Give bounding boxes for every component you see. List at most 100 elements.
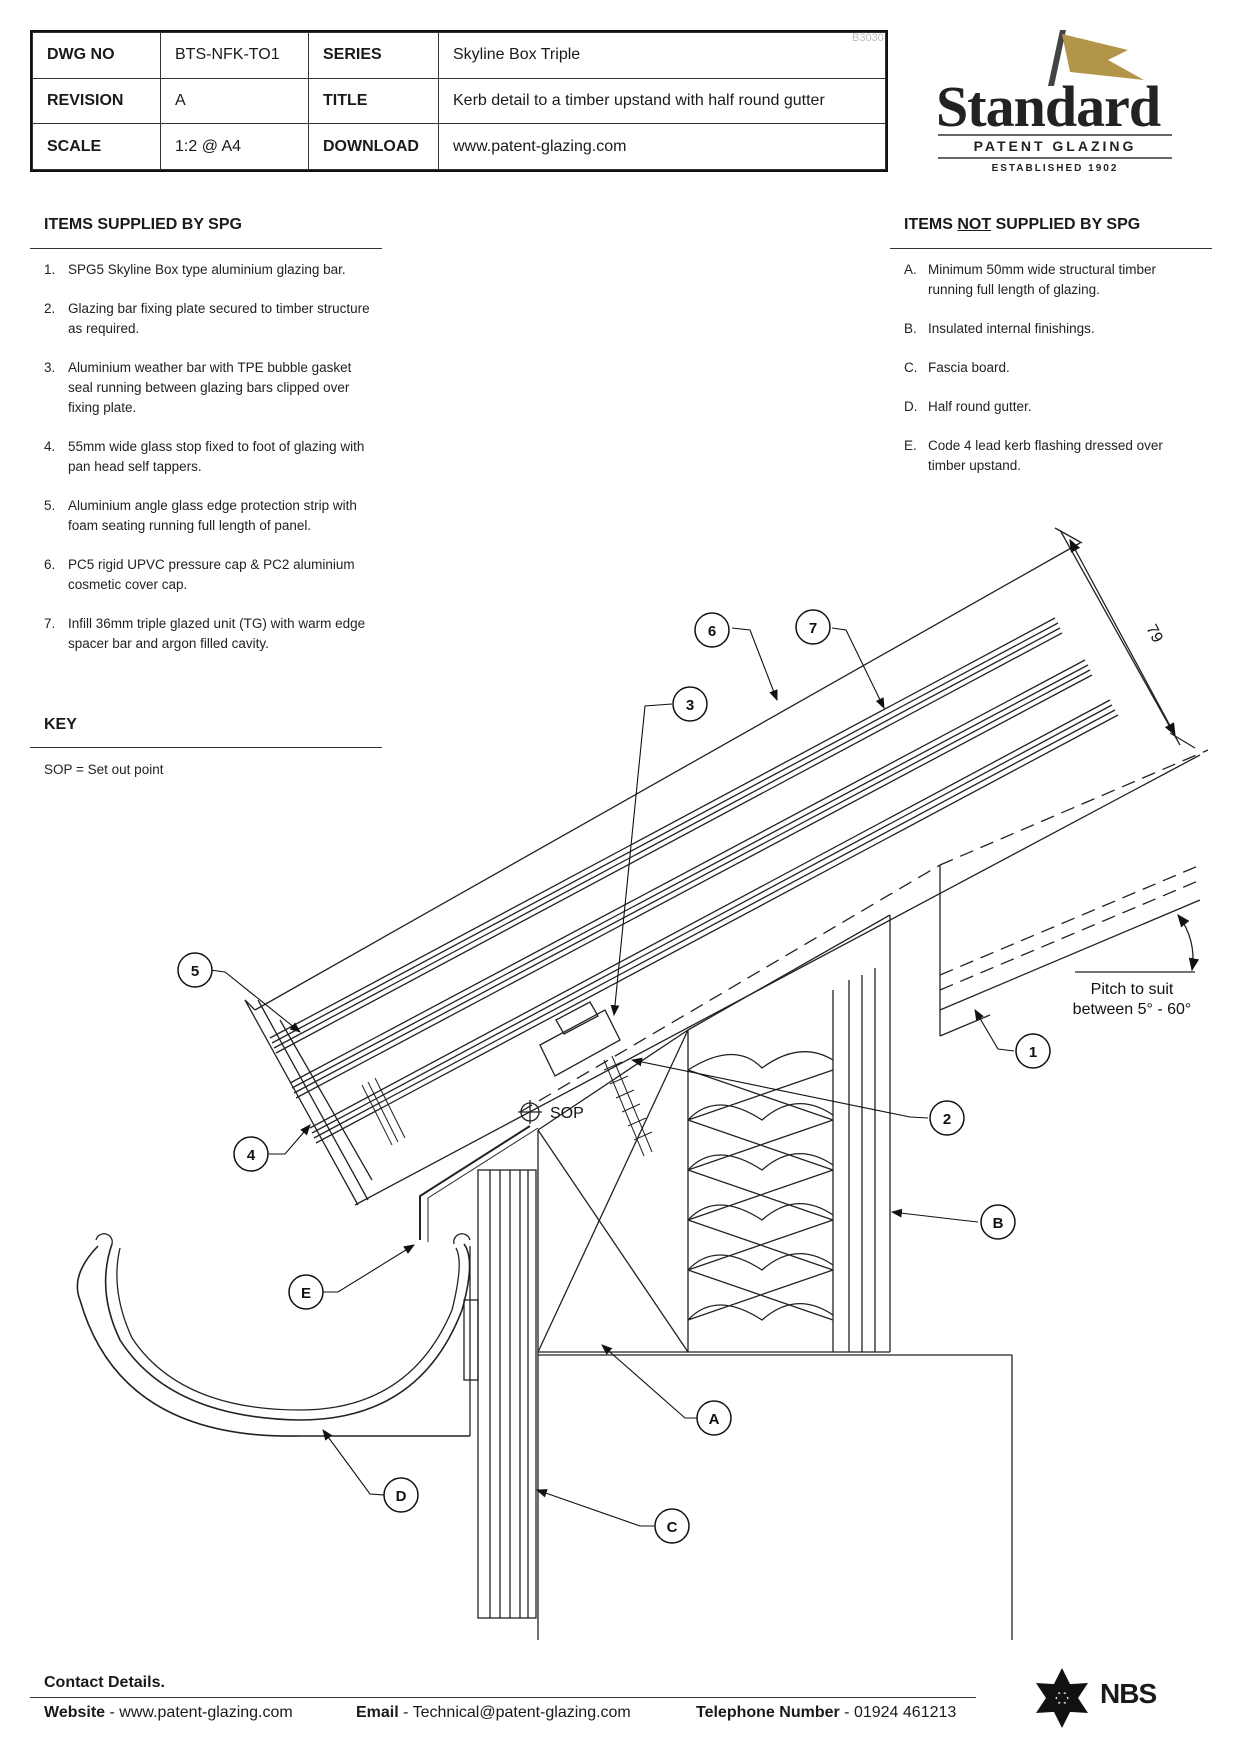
- item-number: 6.: [44, 557, 56, 572]
- key-rule: [30, 747, 382, 748]
- callout-6: 6: [694, 612, 730, 648]
- item-number: 3.: [44, 360, 56, 375]
- item-text: Minimum 50mm wide structural timber runn…: [928, 262, 1157, 297]
- sop-label: SOP: [550, 1105, 584, 1122]
- leader-1: [974, 1009, 1015, 1052]
- callout-c-label: C: [667, 1519, 678, 1536]
- pitch-label-line2: between 5° - 60°: [1073, 1001, 1192, 1018]
- not-supplied-list: A. Minimum 50mm wide structural timber ru…: [904, 260, 1194, 495]
- supporting-wall: [537, 1354, 1013, 1640]
- item-text: Fascia board.: [928, 360, 1010, 375]
- item-text: Infill 36mm triple glazed unit (TG) with…: [68, 616, 366, 651]
- title-value: Kerb detail to a timber upstand with hal…: [438, 77, 886, 125]
- title-row: DWG NO BTS-NFK-TO1 SERIES Skyline Box Tr…: [32, 32, 886, 79]
- phone-label: Telephone Number: [696, 1704, 840, 1721]
- callout-4: 4: [233, 1136, 269, 1172]
- heading-part: SUPPLIED BY SPG: [991, 216, 1141, 233]
- logo-subtitle: PATENT GLAZING: [973, 138, 1137, 154]
- nbs-logo: NBS: [1030, 1662, 1180, 1732]
- item-number: 7.: [44, 616, 56, 631]
- list-item: 6. PC5 rigid UPVC pressure cap & PC2 alum…: [44, 555, 374, 595]
- item-text: PC5 rigid UPVC pressure cap & PC2 alumin…: [68, 557, 355, 592]
- list-item: 1. SPG5 Skyline Box type aluminium glazin…: [44, 260, 374, 280]
- dwg-no-value: BTS-NFK-TO1: [160, 32, 309, 79]
- fascia-board: [477, 1169, 537, 1619]
- supplied-rule: [30, 248, 382, 249]
- phone-number: 01924 461213: [853, 1704, 957, 1721]
- footer-rule: [30, 1697, 976, 1698]
- supplied-list: 1. SPG5 Skyline Box type aluminium glazin…: [44, 260, 374, 673]
- list-item: A. Minimum 50mm wide structural timber ru…: [904, 260, 1194, 300]
- scale-value: 1:2 @ A4: [160, 123, 309, 170]
- callout-7: 7: [795, 609, 831, 645]
- callout-e: E: [288, 1274, 324, 1310]
- item-text: Code 4 lead kerb flashing dressed over t…: [928, 438, 1163, 473]
- list-item: C. Fascia board.: [904, 358, 1194, 378]
- leader-5: [209, 969, 301, 1033]
- pitch-indicator: [1075, 913, 1200, 973]
- footer-website: Website - www.patent-glazing.com: [44, 1704, 293, 1722]
- nbs-flower-icon: [1036, 1668, 1088, 1728]
- callout-5-label: 5: [191, 963, 199, 980]
- item-letter: C.: [904, 360, 918, 375]
- callout-1-label: 1: [1029, 1044, 1037, 1061]
- item-letter: E.: [904, 438, 917, 453]
- title-block: DWG NO BTS-NFK-TO1 SERIES Skyline Box Tr…: [30, 30, 888, 172]
- callout-a: A: [696, 1400, 732, 1436]
- leader-3: [610, 703, 673, 1017]
- callout-7-label: 7: [809, 620, 817, 637]
- not-supplied-heading: ITEMS NOT SUPPLIED BY SPG: [904, 216, 1140, 234]
- callout-b-label: B: [993, 1215, 1004, 1232]
- website-link[interactable]: www.patent-glazing.com: [119, 1704, 293, 1721]
- callout-3-label: 3: [686, 697, 694, 714]
- leader-d: [322, 1429, 385, 1496]
- lead-flashing: [419, 1125, 539, 1242]
- download-link[interactable]: www.patent-glazing.com: [438, 123, 886, 170]
- logo-established: ESTABLISHED 1902: [991, 163, 1119, 174]
- item-letter: B.: [904, 321, 917, 336]
- callout-a-label: A: [709, 1411, 720, 1428]
- contact-heading: Contact Details.: [44, 1674, 165, 1691]
- footer-email: Email - Technical@patent-glazing.com: [356, 1704, 631, 1722]
- email-label: Email: [356, 1704, 399, 1721]
- nbs-wordmark: NBS: [1100, 1678, 1157, 1709]
- list-item: E. Code 4 lead kerb flashing dressed over…: [904, 436, 1194, 476]
- list-item: D.Half round gutter.: [904, 397, 1194, 417]
- structural-timber: [537, 1029, 689, 1355]
- supplied-heading: ITEMS SUPPLIED BY SPG: [44, 216, 242, 233]
- heading-part: ITEMS: [904, 216, 958, 233]
- title-row: SCALE 1:2 @ A4 DOWNLOAD www.patent-glazi…: [32, 123, 886, 170]
- item-text: Aluminium weather bar with TPE bubble ga…: [68, 360, 352, 415]
- title-label: TITLE: [308, 77, 439, 125]
- glazing-assembly: [244, 527, 1201, 1206]
- sheet-reference: B3030: [852, 32, 884, 44]
- list-item: 2. Glazing bar fixing plate secured to ti…: [44, 299, 374, 339]
- item-text: Insulated internal finishings.: [928, 321, 1095, 336]
- title-block-table: DWG NO BTS-NFK-TO1 SERIES Skyline Box Tr…: [32, 32, 886, 170]
- email-link[interactable]: Technical@patent-glazing.com: [412, 1704, 631, 1721]
- list-item: 7. Infill 36mm triple glazed unit (TG) wi…: [44, 614, 374, 654]
- item-letter: A.: [904, 262, 917, 277]
- leader-6: [731, 627, 778, 702]
- download-label: DOWNLOAD: [308, 123, 439, 170]
- item-number: 2.: [44, 301, 56, 316]
- item-text: Aluminium angle glass edge protection st…: [68, 498, 357, 533]
- leader-c: [535, 1489, 656, 1527]
- list-item: 3. Aluminium weather bar with TPE bubble …: [44, 358, 374, 418]
- leader-e: [322, 1244, 415, 1293]
- pitch-label-line1: Pitch to suit: [1091, 981, 1174, 998]
- key-sop-text: SOP = Set out point: [44, 762, 164, 777]
- flag-icon: [1048, 30, 1144, 86]
- insulated-internal-finishing: [687, 914, 891, 1353]
- callout-1: 1: [1015, 1033, 1051, 1069]
- leader-2: [630, 1057, 929, 1119]
- callout-2-label: 2: [943, 1111, 951, 1128]
- item-text: Glazing bar fixing plate secured to timb…: [68, 301, 370, 336]
- key-heading: KEY: [44, 716, 77, 733]
- item-letter: D.: [904, 399, 918, 414]
- set-out-point-marker: [518, 1100, 542, 1124]
- item-text: SPG5 Skyline Box type aluminium glazing …: [68, 262, 346, 277]
- item-number: 1.: [44, 262, 56, 277]
- item-number: 5.: [44, 498, 56, 513]
